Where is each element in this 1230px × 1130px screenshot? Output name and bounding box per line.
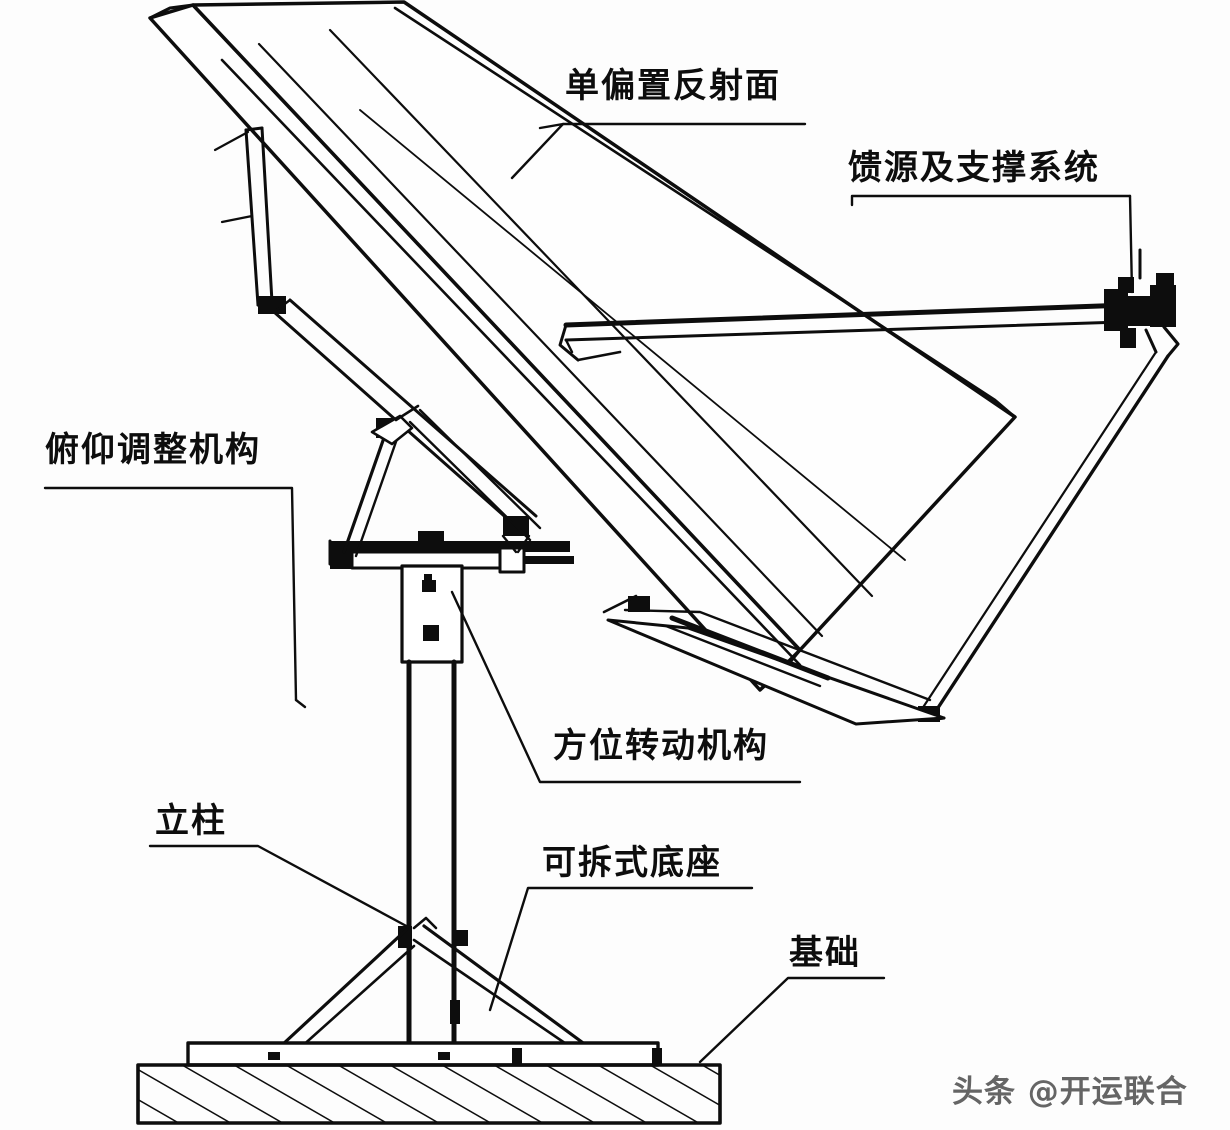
- feed-support-boom: [558, 302, 1131, 362]
- label-pitch-adjustment-mechanism: 俯仰调整机构: [45, 430, 261, 470]
- leader-reflector-tail: [510, 122, 565, 180]
- leader-pitch-tip: [294, 698, 307, 709]
- leader-azimuth: [450, 590, 802, 784]
- label-column: 立柱: [155, 801, 227, 841]
- feed-horn-assembly: [1104, 248, 1180, 358]
- leader-base: [488, 886, 754, 1012]
- lower-subpanel: [602, 594, 946, 726]
- column: [398, 564, 468, 1061]
- pitch-adjustment-strut: [342, 404, 420, 558]
- leader-column: [148, 844, 412, 930]
- label-single-offset-reflector: 单偏置反射面: [565, 66, 781, 106]
- leader-lines: [43, 122, 1134, 1064]
- leader-pitch: [43, 486, 298, 702]
- foundation: [136, 1063, 722, 1125]
- label-azimuth-rotation-mechanism: 方位转动机构: [553, 726, 769, 766]
- leader-feed-tail: [1128, 194, 1134, 294]
- label-feed-and-support-system: 馈源及支撑系统: [848, 148, 1100, 188]
- column-braces: [280, 916, 592, 1054]
- leader-foundation: [698, 976, 886, 1064]
- label-detachable-base: 可拆式底座: [542, 843, 722, 883]
- detachable-base-plate: [186, 1041, 662, 1067]
- label-foundation: 基础: [789, 933, 861, 973]
- leader-feed: [850, 194, 1132, 207]
- watermark: 头条 @开运联合: [952, 1074, 1188, 1110]
